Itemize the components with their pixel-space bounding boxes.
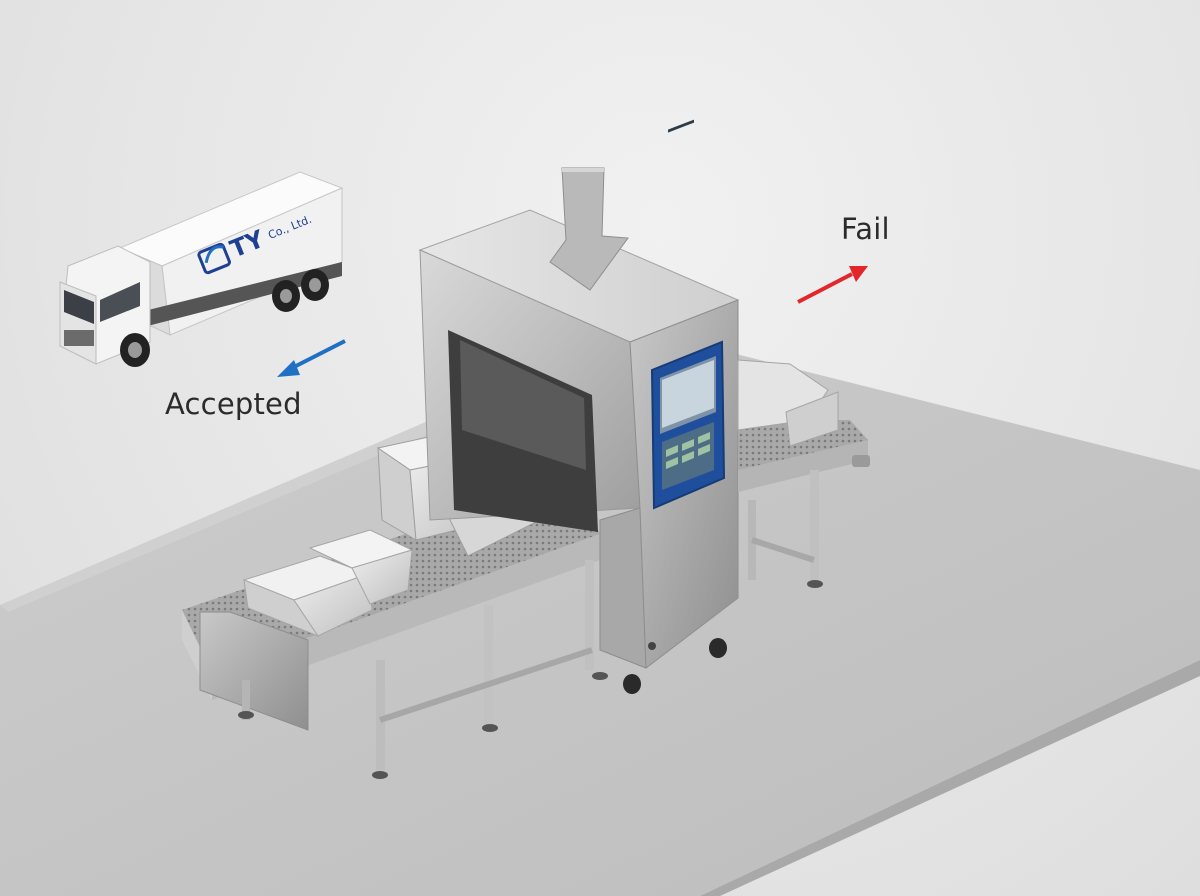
control-display xyxy=(650,119,726,510)
truck-logo: TY Co., Ltd. xyxy=(197,213,313,275)
outfeed-conveyor xyxy=(737,359,870,588)
fail-label: Fail xyxy=(841,212,890,246)
accepted-label: Accepted xyxy=(165,387,302,421)
arrow-down-left-icon xyxy=(277,339,346,377)
arrow-up-right-icon xyxy=(797,266,868,304)
arrow-down-icon xyxy=(549,167,629,291)
delivery-truck: TY Co., Ltd. xyxy=(59,171,344,367)
